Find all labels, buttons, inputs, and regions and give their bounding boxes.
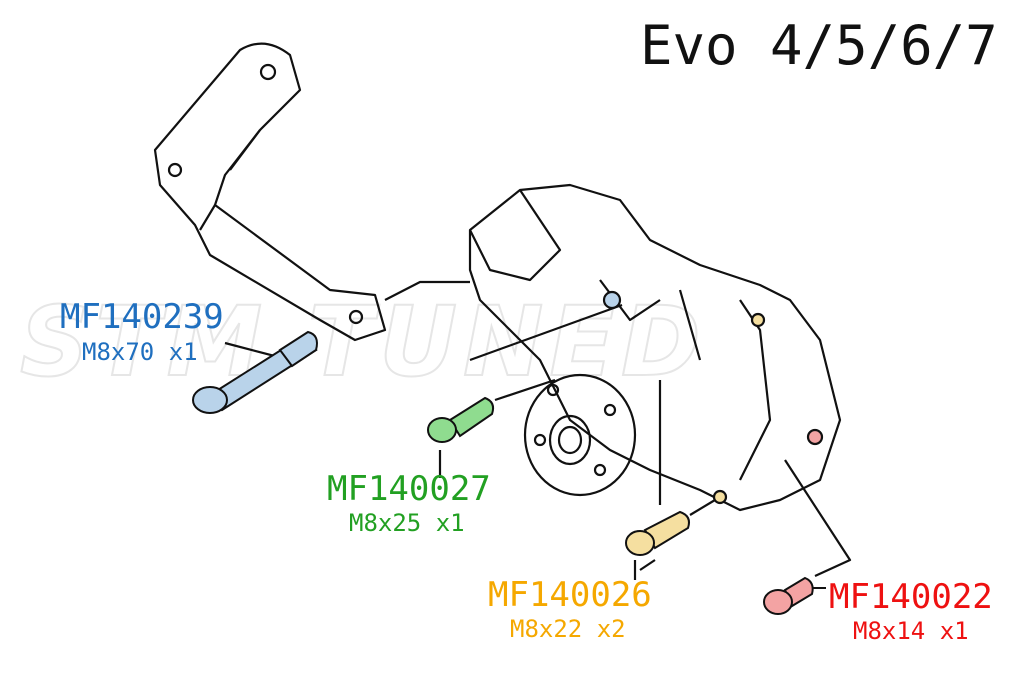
pump-housing (468, 183, 842, 512)
watermark: STM TUNED (20, 286, 707, 398)
bolt-mf140022 (763, 576, 826, 615)
part-spec-mf140027: M8x25 x1 (349, 509, 465, 537)
bracket (153, 42, 387, 342)
part-number-mf140027: MF140027 (327, 469, 491, 509)
part-spec-mf140239: M8x70 x1 (82, 338, 198, 366)
bolt-mf140027 (427, 396, 495, 443)
part-spec-mf140026: M8x22 x2 (510, 615, 626, 643)
page-title: Evo 4/5/6/7 (640, 14, 998, 77)
bolt-mf140239 (192, 330, 318, 414)
bolt-mf140026 (625, 510, 690, 556)
pump-pulley (523, 373, 637, 497)
part-number-mf140022: MF140022 (829, 577, 993, 617)
part-spec-mf140022: M8x14 x1 (853, 617, 969, 645)
part-number-mf140239: MF140239 (60, 297, 224, 337)
part-number-mf140026: MF140026 (488, 575, 652, 615)
